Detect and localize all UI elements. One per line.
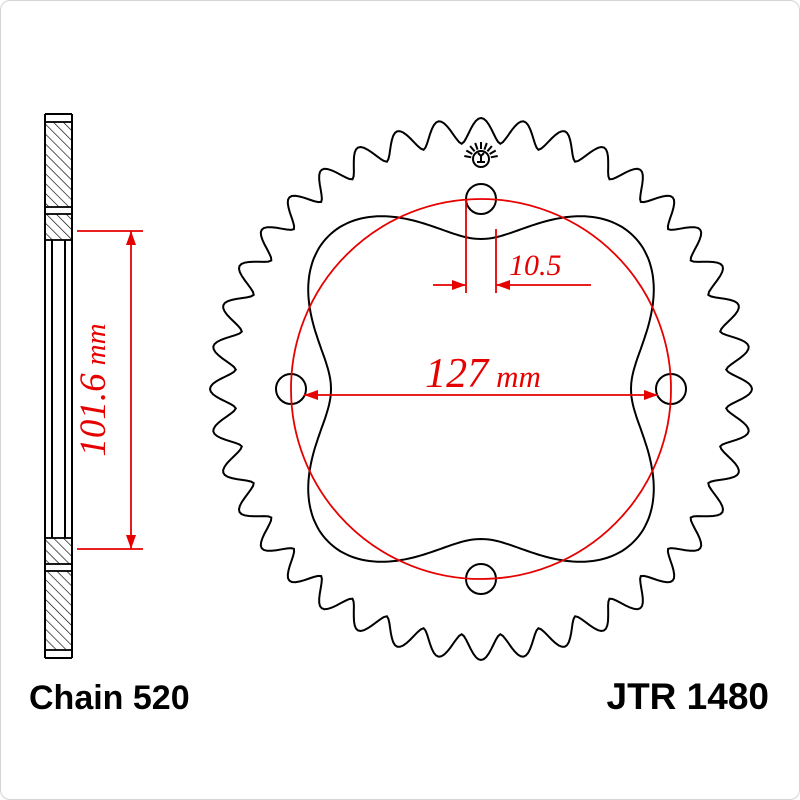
dim-127-arrow-left bbox=[304, 390, 318, 400]
bolt-circle-line bbox=[290, 198, 672, 580]
laser-marking-rays bbox=[464, 142, 498, 159]
chain-size-label: Chain 520 bbox=[29, 679, 190, 717]
dim-127-value: 127 bbox=[425, 351, 490, 397]
dim-1016-text: 101.6 mm bbox=[73, 323, 114, 456]
dim-105-arrow-right bbox=[496, 280, 510, 290]
dim-1016-arrow-top bbox=[126, 231, 136, 245]
dim-1016-unit: mm bbox=[80, 323, 112, 365]
section-hatch-top-boss bbox=[44, 213, 73, 241]
section-hatch-top-teeth bbox=[44, 121, 73, 208]
laser-marking-ray bbox=[474, 142, 479, 150]
laser-marking-ray bbox=[483, 142, 488, 150]
section-hatch-bottom-teeth bbox=[44, 570, 73, 651]
laser-marking-ray bbox=[465, 149, 473, 155]
dimension-hole-10-5: 10.5 bbox=[433, 199, 591, 293]
laser-marking-ray bbox=[489, 149, 497, 155]
dim-127-unit: mm bbox=[496, 359, 541, 394]
model-number-label: JTR 1480 bbox=[607, 676, 770, 717]
laser-marking-ray bbox=[464, 155, 472, 159]
section-hatch-bottom-boss bbox=[44, 537, 73, 565]
dim-1016-value: 101.6 bbox=[73, 373, 114, 457]
dim-1016-arrow-bottom bbox=[126, 535, 136, 549]
laser-marking-ray bbox=[486, 145, 493, 152]
dim-127-arrow-right bbox=[644, 390, 658, 400]
dim-105-arrow-left bbox=[452, 280, 466, 290]
sprocket-front-view bbox=[208, 116, 754, 662]
dim-105-text: 10.5 bbox=[509, 249, 562, 282]
laser-marking-glyph bbox=[477, 152, 485, 163]
side-view bbox=[44, 113, 73, 659]
laser-marking-icon bbox=[464, 142, 498, 168]
laser-marking-ray bbox=[469, 145, 476, 152]
laser-marking-circle bbox=[472, 150, 490, 168]
sprocket-center-cutout bbox=[307, 215, 655, 563]
laser-marking-ray bbox=[490, 155, 498, 159]
dimension-side-101-6: 101.6 mm bbox=[73, 230, 143, 550]
